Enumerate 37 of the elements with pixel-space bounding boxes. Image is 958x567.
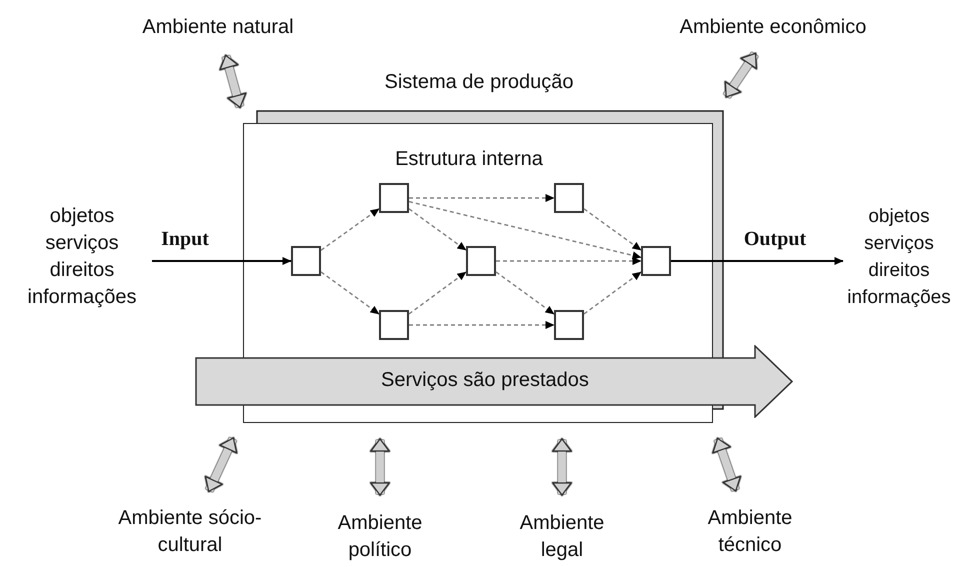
step-box xyxy=(554,310,584,340)
step-box xyxy=(466,246,496,276)
double-arrow xyxy=(205,437,238,492)
dashed-arrow xyxy=(496,271,554,315)
dashed-arrow xyxy=(320,271,380,315)
text-label: Ambiente sócio-cultural xyxy=(117,506,263,558)
step-box xyxy=(379,310,409,340)
double-arrow xyxy=(552,438,572,496)
dashed-arrow xyxy=(496,257,642,265)
dashed-arrow xyxy=(409,194,554,202)
dashed-arrow xyxy=(584,271,642,315)
dashed-arrow xyxy=(408,200,642,260)
double-arrow xyxy=(370,438,390,496)
dashed-arrow xyxy=(584,208,642,251)
arrow xyxy=(671,257,844,265)
dashed-arrow xyxy=(408,208,466,251)
step-box xyxy=(379,183,409,213)
dashed-arrow xyxy=(409,321,554,329)
text-label: objetos serviços direitos informações xyxy=(846,205,952,310)
text-label: objetos serviços direitos informações xyxy=(26,204,138,310)
double-arrow xyxy=(712,438,741,492)
double-arrow xyxy=(723,52,758,98)
double-arrow xyxy=(220,54,246,108)
system-title: Sistema de produção xyxy=(383,70,574,95)
arrow xyxy=(152,257,292,265)
step-box xyxy=(554,183,584,213)
text-label: Ambiente legal xyxy=(518,511,606,563)
dashed-arrow xyxy=(408,271,466,315)
text-label: Ambiente técnico xyxy=(706,506,794,558)
arrow-label: Serviços são prestados xyxy=(380,368,590,393)
step-box xyxy=(641,246,671,276)
step-box xyxy=(291,246,321,276)
text-label: Ambiente natural xyxy=(141,15,295,40)
section-label: Estrutura interna xyxy=(394,147,544,172)
text-label: Ambiente político xyxy=(336,511,424,563)
text-label: Ambiente econômico xyxy=(678,15,868,40)
dashed-arrow xyxy=(320,208,380,251)
